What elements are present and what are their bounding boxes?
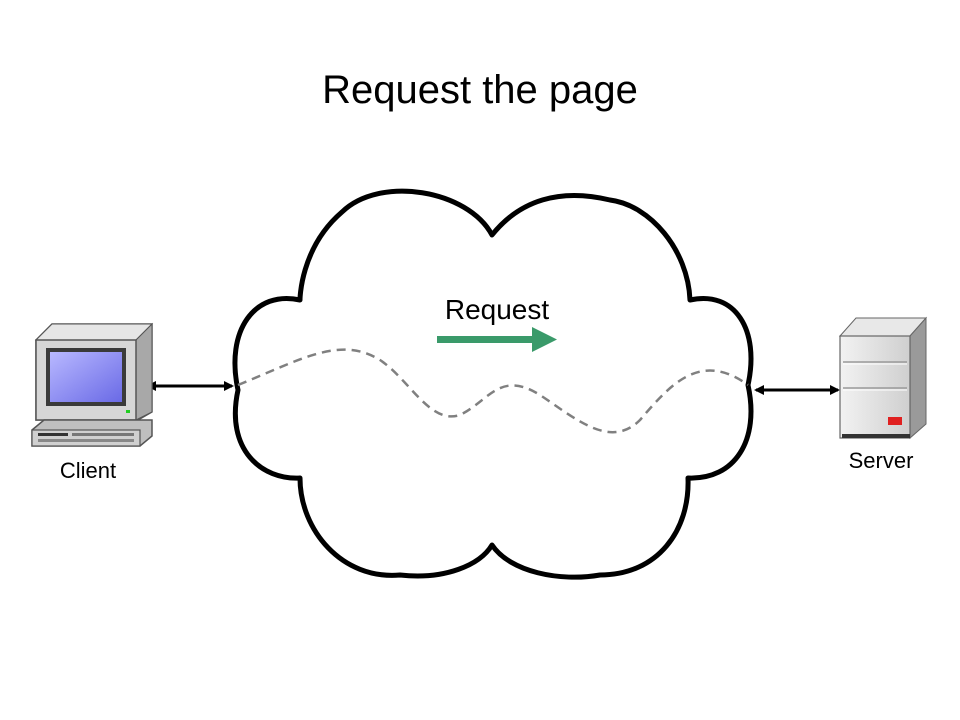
request-arrow xyxy=(437,327,557,352)
server-tower-icon xyxy=(838,316,928,440)
connection-path xyxy=(237,348,749,434)
internet-cloud-icon xyxy=(232,188,754,580)
request-label: Request xyxy=(445,294,550,325)
server-label: Server xyxy=(849,448,914,473)
client-label: Client xyxy=(60,458,116,483)
desktop-computer-icon xyxy=(31,322,154,447)
slide-title: Request the page xyxy=(322,68,638,112)
